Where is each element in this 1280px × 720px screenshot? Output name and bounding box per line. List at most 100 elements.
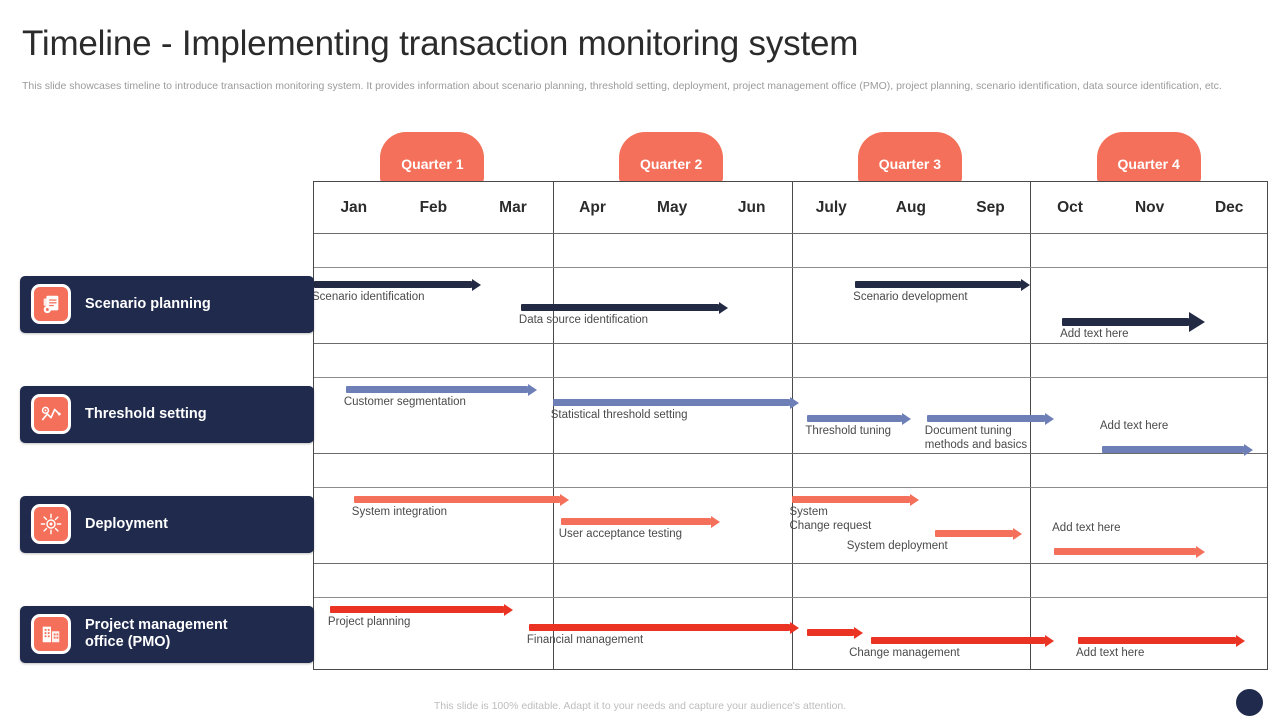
task-bar[interactable] <box>855 278 1031 291</box>
task-bar[interactable] <box>560 515 720 528</box>
row-rule <box>314 377 1267 378</box>
row-label-text: Deployment <box>85 515 168 532</box>
task-label: System integration <box>351 506 448 518</box>
footer-note: This slide is 100% editable. Adapt it to… <box>433 700 847 712</box>
row-label-text: Project management office (PMO) <box>85 617 228 650</box>
row-rule <box>314 487 1267 488</box>
row-label-scenario-planning[interactable]: Scenario planning <box>20 275 314 333</box>
task-label: Document tuning methods and basics <box>924 425 1028 451</box>
month-label-jan: Jan <box>340 199 368 216</box>
task-bar-stem <box>871 637 1046 644</box>
month-label-oct: Oct <box>1057 199 1083 216</box>
task-bar[interactable] <box>1062 312 1206 332</box>
task-bar[interactable] <box>934 527 1023 540</box>
sun-network-icon <box>31 504 71 544</box>
row-label-project-management-office-pmo[interactable]: Project management office (PMO) <box>20 605 314 663</box>
document-gear-icon <box>31 284 71 324</box>
task-bar-stem <box>791 496 910 503</box>
task-bar-arrowhead <box>718 301 728 314</box>
quarter-badge-label: Quarter 3 <box>878 156 941 172</box>
task-bar[interactable] <box>345 383 537 396</box>
task-bar-stem <box>807 415 902 422</box>
task-bar-stem <box>520 304 719 311</box>
quarter-badge-3[interactable]: Quarter 3 <box>857 132 962 184</box>
quarter-badge-label: Quarter 4 <box>1117 156 1180 172</box>
task-bar-arrowhead <box>559 493 569 506</box>
task-label: Threshold tuning <box>805 425 892 437</box>
quarter-badge-2[interactable]: Quarter 2 <box>619 132 724 184</box>
task-label: Add text here <box>1076 647 1145 659</box>
row-rule <box>314 267 1267 268</box>
task-bar-arrowhead <box>790 621 800 634</box>
row-label-threshold-setting[interactable]: Threshold setting <box>20 385 314 443</box>
task-bar-stem <box>329 606 504 613</box>
task-label: System Change request <box>789 506 872 532</box>
month-label-nov: Nov <box>1134 199 1165 216</box>
quarter-divider-1 <box>552 182 554 669</box>
task-label: User acceptance testing <box>558 528 683 540</box>
task-bar[interactable] <box>791 493 919 506</box>
decorative-dot <box>1236 689 1263 716</box>
month-label-jun: Jun <box>737 199 766 216</box>
task-bar-stem <box>1062 318 1190 326</box>
task-bar-stem <box>560 518 711 525</box>
buildings-icon <box>31 614 71 654</box>
task-bar[interactable] <box>552 396 800 409</box>
task-bar-stem <box>353 496 560 503</box>
row-label-deployment[interactable]: Deployment <box>20 495 314 553</box>
task-bar[interactable] <box>1054 545 1206 558</box>
task-bar[interactable] <box>353 493 569 506</box>
task-bar-stem <box>926 415 1046 422</box>
task-bar[interactable] <box>926 412 1055 425</box>
task-bar[interactable] <box>528 621 800 634</box>
task-bar-stem <box>1101 446 1245 453</box>
month-label-aug: Aug <box>895 199 926 216</box>
task-bar[interactable] <box>1101 443 1254 456</box>
month-label-may: May <box>657 199 688 216</box>
task-bar-arrowhead <box>1021 278 1031 291</box>
task-bar-stem <box>314 281 473 288</box>
task-bar-stem <box>934 530 1014 537</box>
month-label-mar: Mar <box>499 199 527 216</box>
task-label: Data source identification <box>518 314 649 326</box>
task-label: Project planning <box>327 616 411 628</box>
quarter-badge-label: Quarter 1 <box>401 156 464 172</box>
task-bar-arrowhead <box>503 603 513 616</box>
row-rule <box>314 233 1267 234</box>
task-bar-arrowhead <box>854 626 864 639</box>
row-rule <box>314 563 1267 564</box>
gear-chart-icon <box>31 394 71 434</box>
month-label-dec: Dec <box>1214 199 1244 216</box>
task-bar-arrowhead <box>1189 312 1206 332</box>
task-bar-arrowhead <box>1196 545 1206 558</box>
task-bar-stem <box>528 624 791 631</box>
task-bar[interactable] <box>520 301 728 314</box>
page-title: Timeline - Implementing transaction moni… <box>22 24 859 63</box>
task-label: Add text here <box>1052 522 1121 534</box>
task-bar-arrowhead <box>1236 634 1246 647</box>
quarter-badge-1[interactable]: Quarter 1 <box>380 132 485 184</box>
month-label-feb: Feb <box>419 199 448 216</box>
task-bar[interactable] <box>329 603 513 616</box>
month-label-apr: Apr <box>579 199 606 216</box>
task-bar-arrowhead <box>527 383 537 396</box>
task-bar-arrowhead <box>909 493 919 506</box>
task-label: Change management <box>849 647 960 659</box>
month-label-july: July <box>815 199 847 216</box>
task-bar-stem <box>855 281 1022 288</box>
task-bar[interactable] <box>314 278 482 291</box>
task-label: Scenario identification <box>312 291 425 303</box>
task-bar[interactable] <box>807 412 911 425</box>
task-bar[interactable] <box>1078 634 1246 647</box>
quarter-badge-4[interactable]: Quarter 4 <box>1096 132 1201 184</box>
task-bar[interactable] <box>807 626 864 639</box>
task-bar-arrowhead <box>901 412 911 425</box>
task-bar-stem <box>1054 548 1197 555</box>
quarter-badge-label: Quarter 2 <box>640 156 703 172</box>
page-subtitle: This slide showcases timeline to introdu… <box>22 80 1222 92</box>
task-label: System deployment <box>846 540 948 552</box>
task-bar[interactable] <box>871 634 1055 647</box>
